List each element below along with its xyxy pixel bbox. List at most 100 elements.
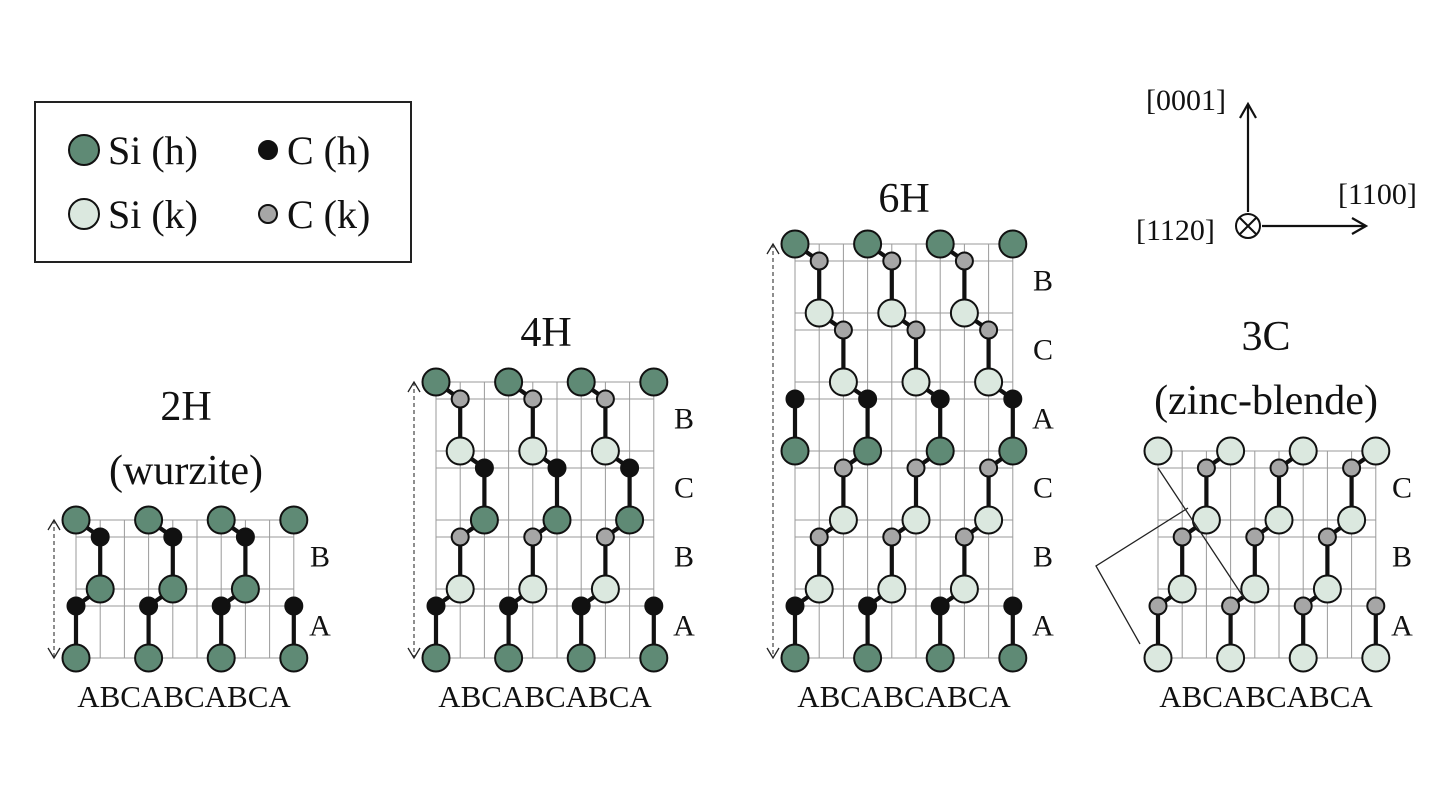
title-3c: 3C — [1241, 314, 1290, 360]
legend-c-k-swatch — [258, 204, 278, 224]
si-h-atom — [925, 643, 955, 673]
legend-c-h-label: C (h) — [287, 128, 370, 173]
c-h-atom — [235, 527, 255, 547]
si-h-atom — [780, 643, 810, 673]
polytype-structures — [47, 229, 1391, 673]
si-k-atom — [1288, 436, 1318, 466]
legend-si-k-label: Si (k) — [108, 192, 198, 237]
si-h-atom — [421, 643, 451, 673]
period-arrow-top — [407, 380, 421, 393]
sequence-6h: ABCABCABCA — [797, 679, 1011, 714]
atoms — [421, 367, 669, 673]
stacking-arrow — [1095, 507, 1189, 645]
si-h-atom — [134, 643, 164, 673]
si-h-atom — [279, 643, 309, 673]
si-h-atom — [206, 643, 236, 673]
c-h-atom — [66, 596, 86, 616]
si-k-atom — [445, 436, 475, 466]
c-k-atom — [882, 251, 902, 271]
si-k-atom — [1216, 643, 1246, 673]
si-k-atom — [949, 574, 979, 604]
sequence-2h: ABCABCABCA — [77, 679, 291, 714]
layer-letter-b: B — [674, 541, 694, 574]
c-k-atom — [450, 389, 470, 409]
subtitle-3c: (zinc-blende) — [1154, 378, 1378, 424]
atoms — [61, 505, 309, 673]
c-k-atom — [595, 527, 615, 547]
axis-up-arrowhead — [1239, 101, 1257, 119]
legend: Si (h) C (h) Si (k) C (k) — [34, 101, 412, 263]
si-h-atom — [853, 436, 883, 466]
bonds — [1155, 448, 1378, 661]
legend-si-h-label: Si (h) — [108, 128, 198, 173]
c-h-atom — [163, 527, 183, 547]
si-h-atom — [998, 643, 1028, 673]
c-k-atom — [809, 251, 829, 271]
layer-letter-b: B — [310, 541, 330, 574]
si-k-atom — [877, 574, 907, 604]
si-h-atom — [615, 505, 645, 535]
si-k-atom — [901, 505, 931, 535]
sequence-labels: ABCABCABCA ABCABCABCA ABCABCABCA ABCABCA… — [77, 679, 1373, 714]
si-h-atom — [853, 643, 883, 673]
si-h-atom — [206, 505, 236, 535]
c-k-atom — [882, 527, 902, 547]
c-k-atom — [1366, 596, 1386, 616]
si-k-atom — [1312, 574, 1342, 604]
si-h-atom — [230, 574, 260, 604]
si-k-atom — [901, 367, 931, 397]
si-h-atom — [998, 229, 1028, 259]
c-h-atom — [620, 458, 640, 478]
si-k-atom — [1288, 643, 1318, 673]
c-k-atom — [833, 320, 853, 340]
si-h-atom — [469, 505, 499, 535]
c-k-atom — [1269, 458, 1289, 478]
layer-letter-a: A — [1032, 403, 1054, 436]
layer-letter-b: B — [1033, 541, 1053, 574]
c-k-atom — [1342, 458, 1362, 478]
si-k-atom — [1337, 505, 1367, 535]
subtitle-2h: (wurzite) — [109, 448, 263, 494]
stacking-diagonal — [1157, 467, 1245, 599]
c-k-atom — [1293, 596, 1313, 616]
si-k-atom — [974, 367, 1004, 397]
c-k-atom — [1221, 596, 1241, 616]
c-k-atom — [979, 458, 999, 478]
c-k-atom — [906, 458, 926, 478]
c-h-atom — [211, 596, 231, 616]
c-h-atom — [547, 458, 567, 478]
crystal-axes: [0001] [1100] [1120] — [1136, 84, 1417, 247]
period-arrow-bottom — [47, 647, 61, 660]
titles: 2H (wurzite) 4H 6H 3C (zinc-blende) — [109, 176, 1378, 494]
sequence-4h: ABCABCABCA — [438, 679, 652, 714]
si-h-atom — [998, 436, 1028, 466]
c-h-atom — [1003, 596, 1023, 616]
si-h-atom — [61, 643, 91, 673]
si-h-atom — [925, 436, 955, 466]
c-k-atom — [1148, 596, 1168, 616]
si-k-atom — [974, 505, 1004, 535]
si-k-atom — [1264, 505, 1294, 535]
si-h-atom — [566, 643, 596, 673]
si-k-atom — [590, 436, 620, 466]
axis-right-label: [1100] — [1338, 178, 1417, 211]
si-k-atom — [1240, 574, 1270, 604]
layer-letter-c: C — [1033, 334, 1053, 367]
c-h-atom — [785, 596, 805, 616]
grid — [1157, 450, 1377, 659]
period-arrow-top — [766, 242, 780, 255]
c-k-atom — [1196, 458, 1216, 478]
c-k-atom — [809, 527, 829, 547]
si-h-atom — [494, 367, 524, 397]
layer-letter-a: A — [1032, 610, 1054, 643]
axis-right-arrowhead — [1351, 217, 1369, 235]
axis-into-label: [1120] — [1136, 214, 1215, 247]
layer-letter-c: C — [674, 472, 694, 505]
c-h-atom — [858, 389, 878, 409]
c-k-atom — [954, 251, 974, 271]
legend-si-k-swatch — [68, 198, 100, 230]
si-h-atom — [925, 229, 955, 259]
c-k-atom — [1245, 527, 1265, 547]
si-h-atom — [780, 436, 810, 466]
